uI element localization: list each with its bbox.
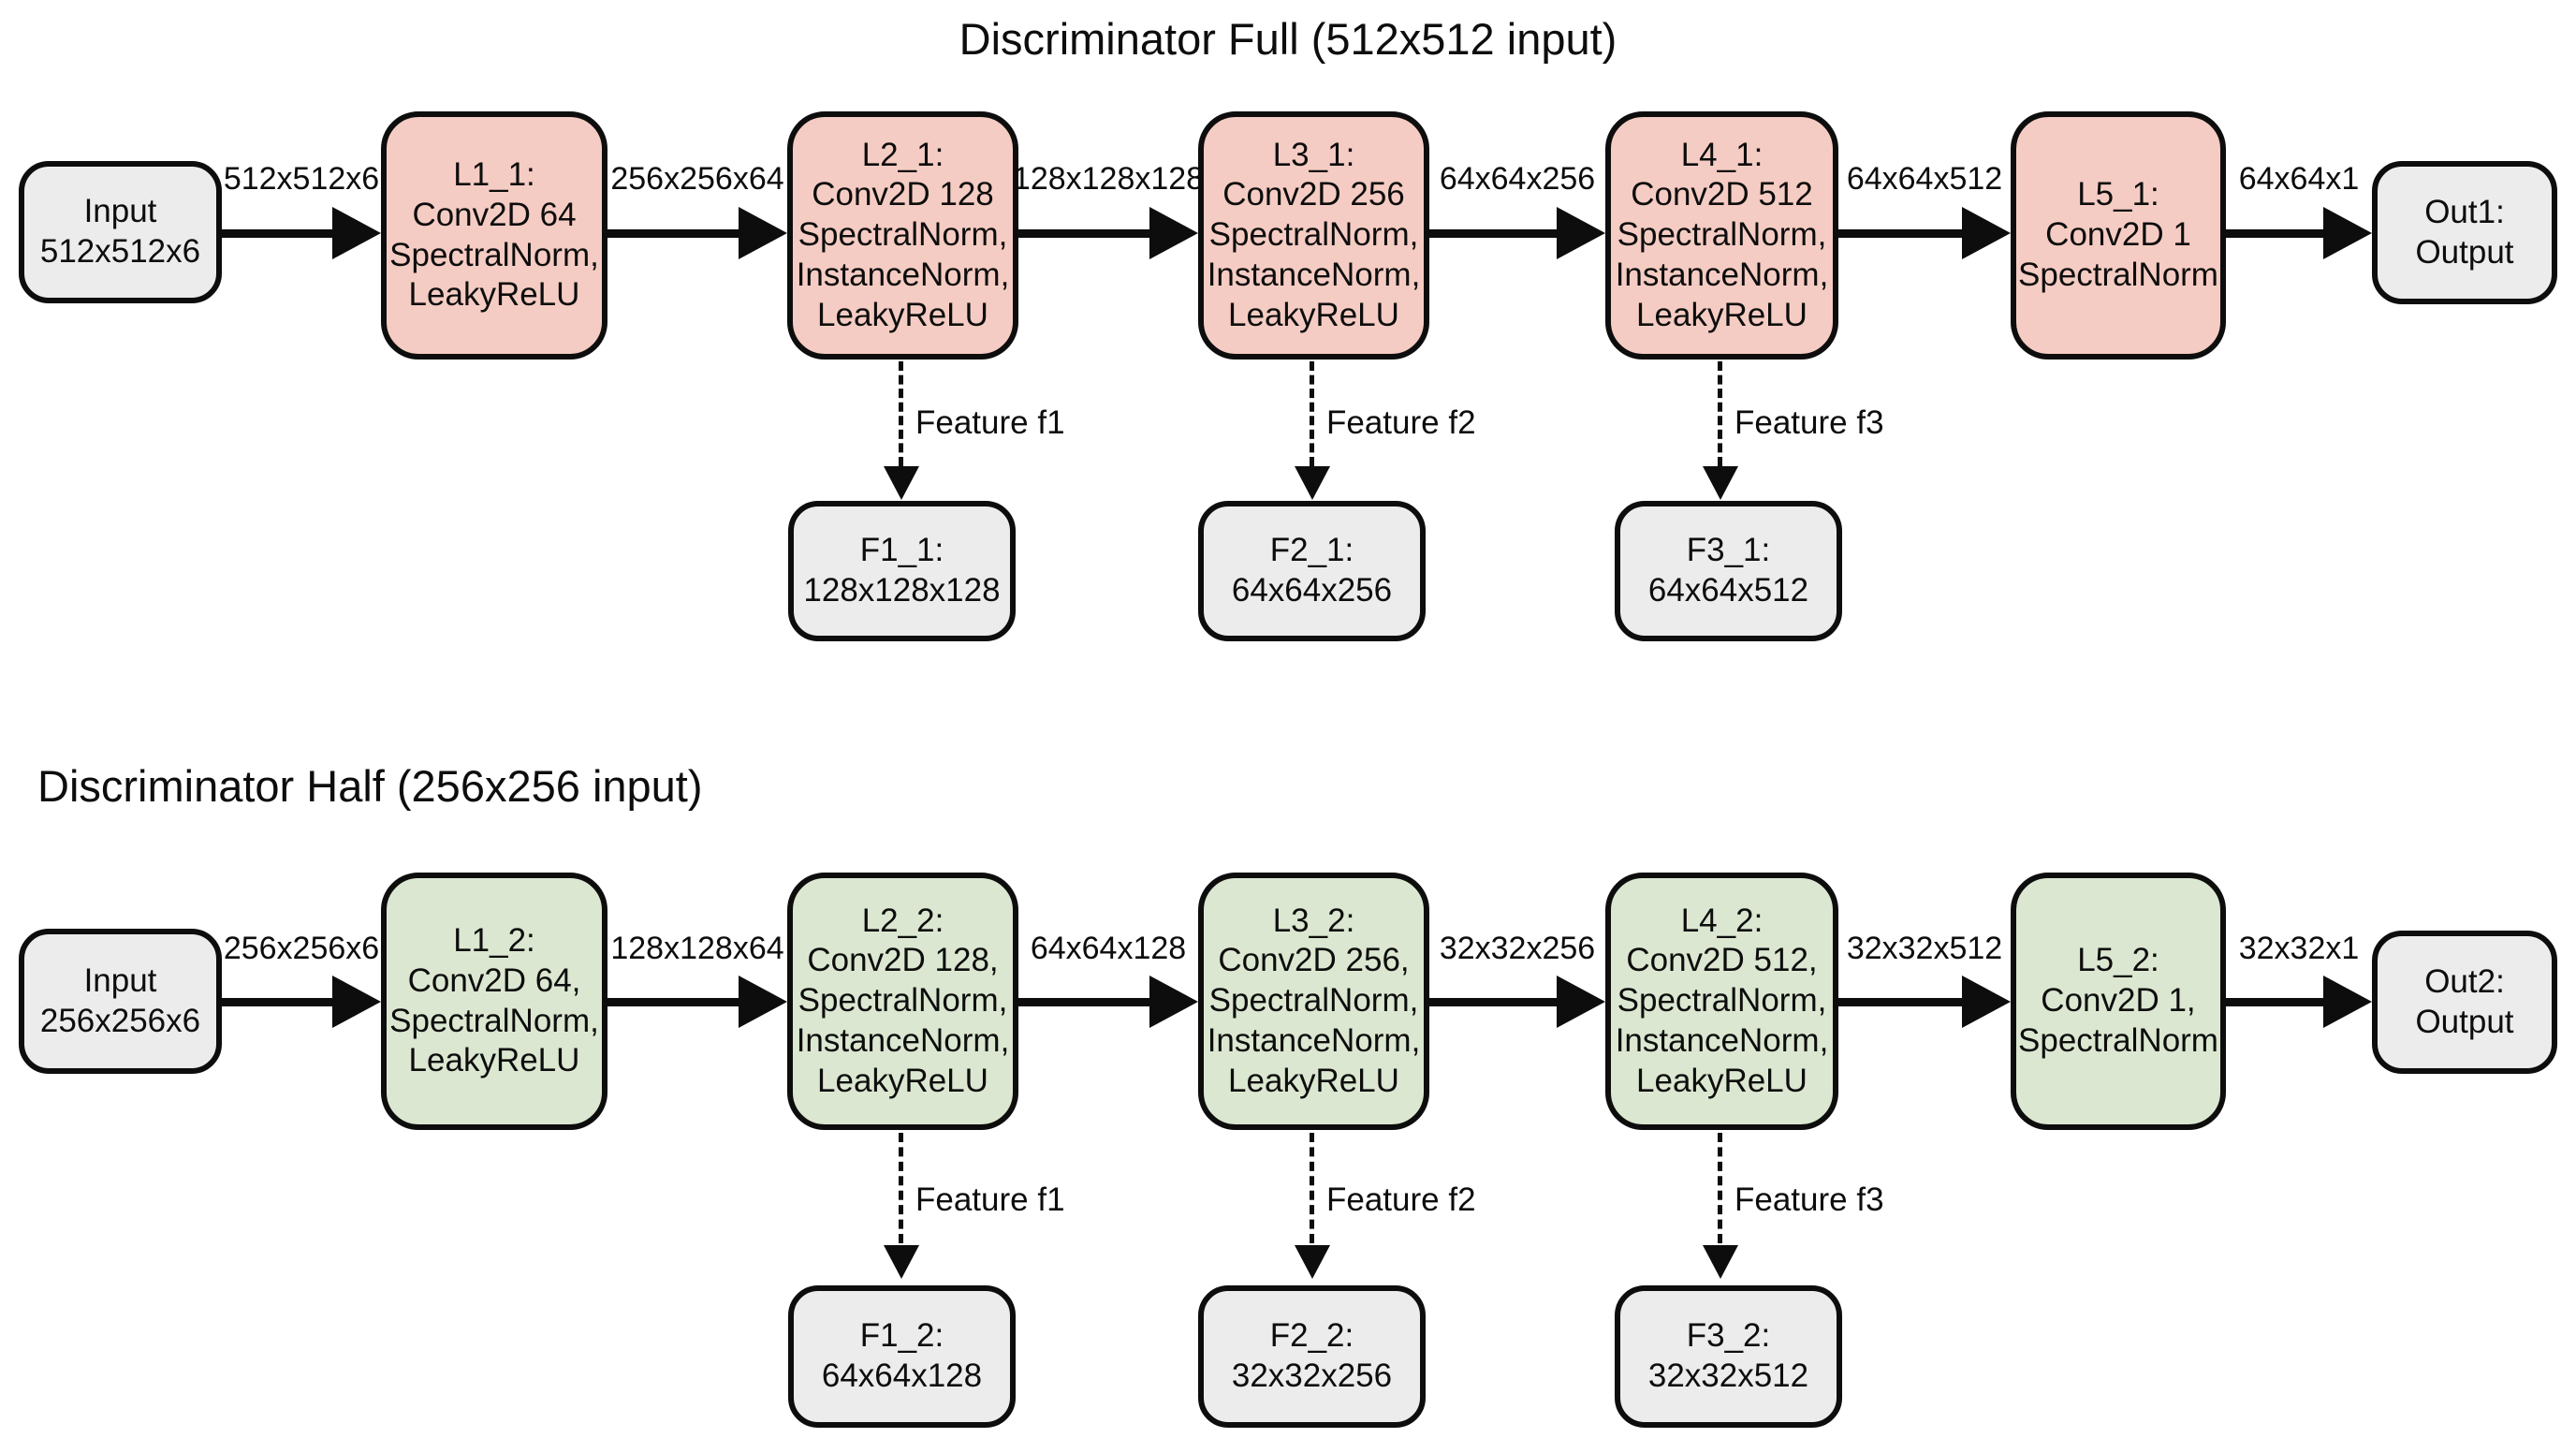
node-f3-1: F3_1: 64x64x512 (1615, 501, 1842, 641)
tensor-size-label: 256x256x6 (223, 931, 380, 966)
node-input-half: Input 256x256x6 (19, 929, 222, 1074)
node-f2-1: F2_1: 64x64x256 (1198, 501, 1426, 641)
node-f2-2: F2_2: 32x32x256 (1198, 1285, 1426, 1428)
node-f1-1: F1_1: 128x128x128 (788, 501, 1016, 641)
arrow-down-icon (1295, 1245, 1330, 1279)
node-l5-1: L5_1: Conv2D 1 SpectralNorm (2011, 111, 2226, 360)
title-discriminator-full: Discriminator Full (512x512 input) (959, 14, 1617, 64)
arrow-right-icon (1557, 207, 1605, 259)
tensor-size-label: 128x128x128 (1012, 161, 1205, 197)
arrow-right-icon (739, 207, 787, 259)
node-input-full: Input 512x512x6 (19, 161, 222, 303)
title-discriminator-half: Discriminator Half (256x256 input) (37, 761, 703, 811)
node-out2: Out2: Output (2372, 931, 2557, 1074)
node-l2-1: L2_1: Conv2D 128 SpectralNorm, InstanceN… (787, 111, 1018, 360)
arrow-right-icon (332, 207, 381, 259)
arrow-down-icon (1703, 1245, 1738, 1279)
tensor-size-label: 64x64x256 (1439, 161, 1596, 197)
arrow-right-icon (1962, 207, 2011, 259)
feature-label-f3: Feature f3 (1734, 1181, 1884, 1218)
arrow-right-icon (2323, 207, 2372, 259)
node-l3-2: L3_2: Conv2D 256, SpectralNorm, Instance… (1198, 873, 1429, 1130)
feature-label-f1: Feature f1 (915, 404, 1065, 441)
arrow-down-icon (1703, 466, 1738, 500)
feature-label-f1: Feature f1 (915, 1181, 1065, 1218)
arrow-down-icon (884, 466, 919, 500)
feature-label-f2: Feature f2 (1326, 404, 1476, 441)
arrow-right-icon (1149, 207, 1198, 259)
arrow-right-icon (1149, 976, 1198, 1028)
tensor-size-label: 512x512x6 (223, 161, 380, 197)
node-l5-2: L5_2: Conv2D 1, SpectralNorm (2011, 873, 2226, 1130)
tensor-size-label: 32x32x256 (1439, 931, 1596, 966)
tensor-size-label: 64x64x1 (2238, 161, 2360, 197)
arrow-right-icon (739, 976, 787, 1028)
arrow-right-icon (1557, 976, 1605, 1028)
tensor-size-label: 32x32x1 (2238, 931, 2360, 966)
node-l1-1: L1_1: Conv2D 64 SpectralNorm, LeakyReLU (381, 111, 607, 360)
node-l1-2: L1_2: Conv2D 64, SpectralNorm, LeakyReLU (381, 873, 607, 1130)
arrow-down-icon (1295, 466, 1330, 500)
arrow-right-icon (2323, 976, 2372, 1028)
tensor-size-label: 32x32x512 (1846, 931, 2003, 966)
node-l2-2: L2_2: Conv2D 128, SpectralNorm, Instance… (787, 873, 1018, 1130)
tensor-size-label: 128x128x64 (610, 931, 784, 966)
node-l3-1: L3_1: Conv2D 256 SpectralNorm, InstanceN… (1198, 111, 1429, 360)
arrow-right-icon (332, 976, 381, 1028)
node-f3-2: F3_2: 32x32x512 (1615, 1285, 1842, 1428)
node-f1-2: F1_2: 64x64x128 (788, 1285, 1016, 1428)
feature-label-f3: Feature f3 (1734, 404, 1884, 441)
tensor-size-label: 64x64x128 (1030, 931, 1187, 966)
tensor-size-label: 64x64x512 (1846, 161, 2003, 197)
node-l4-1: L4_1: Conv2D 512 SpectralNorm, InstanceN… (1605, 111, 1838, 360)
arrow-down-icon (884, 1245, 919, 1279)
tensor-size-label: 256x256x64 (610, 161, 784, 197)
arrow-right-icon (1962, 976, 2011, 1028)
node-out1: Out1: Output (2372, 161, 2557, 304)
feature-label-f2: Feature f2 (1326, 1181, 1476, 1218)
node-l4-2: L4_2: Conv2D 512, SpectralNorm, Instance… (1605, 873, 1838, 1130)
